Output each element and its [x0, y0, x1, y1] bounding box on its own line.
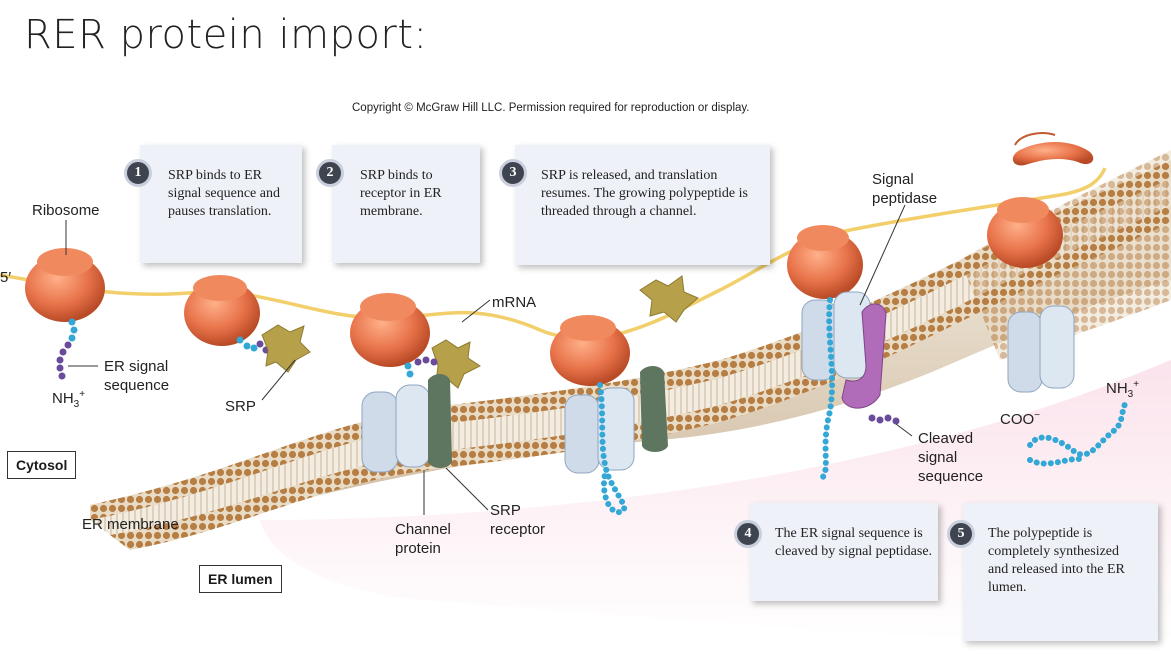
step-3-text: SRP is released, and translation resumes… — [541, 168, 748, 219]
step-4-text: The ER signal sequence is cleaved by sig… — [775, 526, 933, 559]
coo-label: COO− — [1000, 410, 1041, 428]
er-signal-label: ER signal — [104, 358, 169, 375]
step-5-text: The polypeptide is completely synthesize… — [988, 526, 1125, 595]
srp-receptor-label-1: SRP — [490, 502, 521, 519]
channel-protein-label-2: protein — [395, 540, 441, 557]
step-2-text: SRP binds to receptor in ER membrane. — [360, 168, 442, 219]
nh3-right-label: NH3+ — [1106, 379, 1140, 400]
cytosol-label: Cytosol — [7, 451, 77, 479]
step-1-box: SRP binds to ER signal sequence and paus… — [140, 145, 302, 263]
cleaved-signal-label-3: sequence — [918, 468, 984, 485]
er-lumen-label: ER lumen — [199, 565, 282, 593]
er-membrane-label: ER membrane — [82, 516, 179, 533]
slide-title: RER protein import: — [24, 12, 428, 58]
nh3-left-label: NH3+ — [52, 389, 86, 410]
mrna-label: mRNA — [492, 294, 537, 311]
step-1-text: SRP binds to ER signal sequence and paus… — [168, 168, 280, 219]
ribosome-label: Ribosome — [32, 202, 100, 219]
er-signal-sequence-label: sequence — [104, 377, 170, 394]
step-4-box: The ER signal sequence is cleaved by sig… — [750, 503, 938, 601]
step-1-number: 1 — [124, 159, 152, 187]
cleaved-signal-label-2: signal — [918, 449, 958, 466]
step-4-number: 4 — [734, 520, 762, 548]
five-prime-label: 5′ — [0, 269, 12, 286]
signal-peptidase-label-1: Signal — [872, 171, 914, 188]
step-5-number: 5 — [947, 520, 975, 548]
step-2-number: 2 — [316, 159, 344, 187]
cleaved-signal-label-1: Cleaved — [918, 430, 974, 447]
step-3-number: 3 — [499, 159, 527, 187]
signal-peptidase-label-2: peptidase — [872, 190, 938, 207]
step-3-box: SRP is released, and translation resumes… — [515, 145, 770, 265]
srp-receptor-label-2: receptor — [490, 521, 546, 538]
copyright-notice: Copyright © McGraw Hill LLC. Permission … — [352, 102, 750, 114]
ribosome-1-shape — [25, 248, 105, 322]
channel-protein-label-1: Channel — [395, 521, 451, 538]
srp-label: SRP — [225, 398, 256, 415]
step-2-box: SRP binds to receptor in ER membrane. — [332, 145, 480, 263]
step-5-box: The polypeptide is completely synthesize… — [963, 503, 1158, 641]
